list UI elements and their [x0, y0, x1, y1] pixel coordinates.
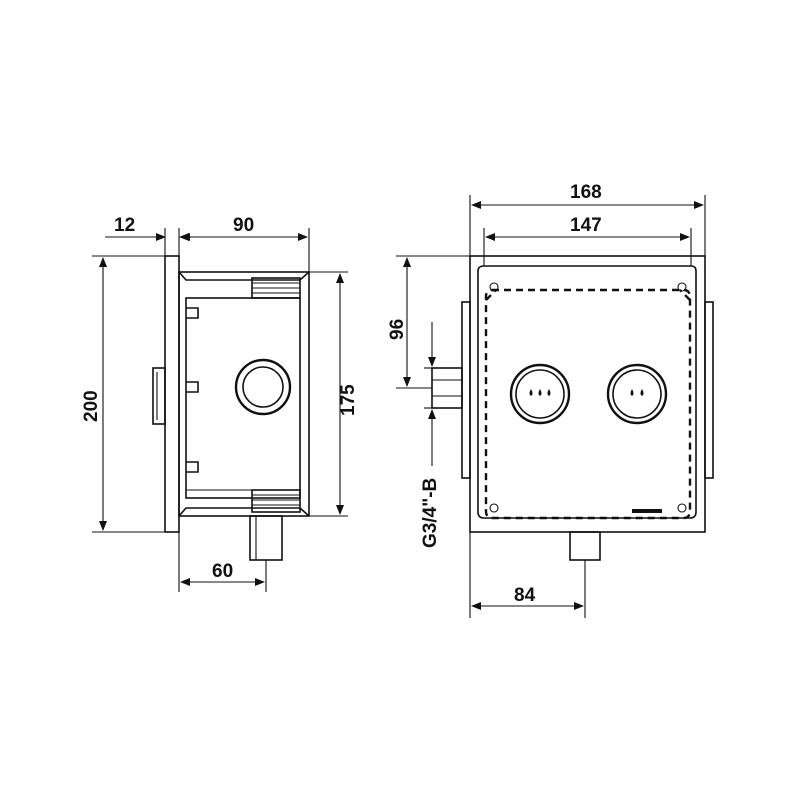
side-box-top-flange [178, 271, 310, 281]
front-outer-plate [469, 255, 706, 533]
side-rib-block-top [251, 277, 301, 299]
dim-inner-height-label: 175 [338, 384, 359, 416]
front-tab-right [704, 301, 714, 479]
dim-depth: 90 [180, 215, 310, 272]
side-inner-cavity [185, 297, 301, 499]
dim-thread: G3/4"-B [420, 322, 441, 548]
side-wall-plate [164, 255, 180, 533]
side-view: 12 90 200 175 60 [81, 215, 359, 592]
flush-button-small [606, 363, 668, 425]
side-clip-bottom [186, 461, 199, 473]
front-brand-mark [632, 509, 662, 513]
dim-inner-width-label: 147 [570, 215, 602, 236]
side-outlet-pipe [249, 515, 283, 561]
dim-thread-label: G3/4"-B [420, 478, 441, 548]
front-inner-outline [477, 265, 697, 519]
dim-height: 200 [81, 255, 165, 533]
front-inlet-connector [431, 367, 463, 409]
dim-front-outlet-label: 84 [514, 585, 536, 606]
side-box-body [178, 271, 310, 517]
dim-side-outlet: 60 [178, 532, 267, 592]
front-concealed-box [484, 288, 692, 520]
dim-inner-height: 175 [300, 271, 359, 517]
drop-icon-small [630, 389, 644, 396]
dim-height-label: 200 [81, 390, 102, 422]
dim-width: 168 [469, 182, 706, 256]
flush-button-large [509, 363, 571, 425]
front-tab-left [461, 301, 471, 479]
side-inlet-ring-inner [242, 366, 284, 408]
front-corner-marks [485, 282, 691, 513]
front-view: 168 147 96 G3/4"-B 84 [387, 182, 714, 618]
side-box-bottom-flange [178, 507, 310, 517]
dim-wall: 12 [105, 215, 193, 256]
dim-front-outlet: 84 [469, 532, 586, 618]
drop-icon-large [529, 389, 551, 396]
side-inlet-ring-outer [234, 358, 292, 416]
side-rib-block-bottom [251, 489, 301, 513]
dim-side-outlet-label: 60 [212, 561, 233, 582]
front-outlet-pipe [569, 531, 601, 561]
side-wall-plate-knob [152, 367, 166, 425]
dim-inlet-height: 96 [387, 255, 470, 389]
side-clip-mid [186, 381, 199, 393]
dim-inner-width: 147 [483, 215, 692, 266]
side-clip-top [186, 307, 199, 319]
dim-inlet-height-label: 96 [387, 319, 408, 340]
dim-depth-label: 90 [233, 215, 254, 236]
dim-wall-label: 12 [114, 215, 135, 236]
dim-width-label: 168 [570, 182, 602, 203]
